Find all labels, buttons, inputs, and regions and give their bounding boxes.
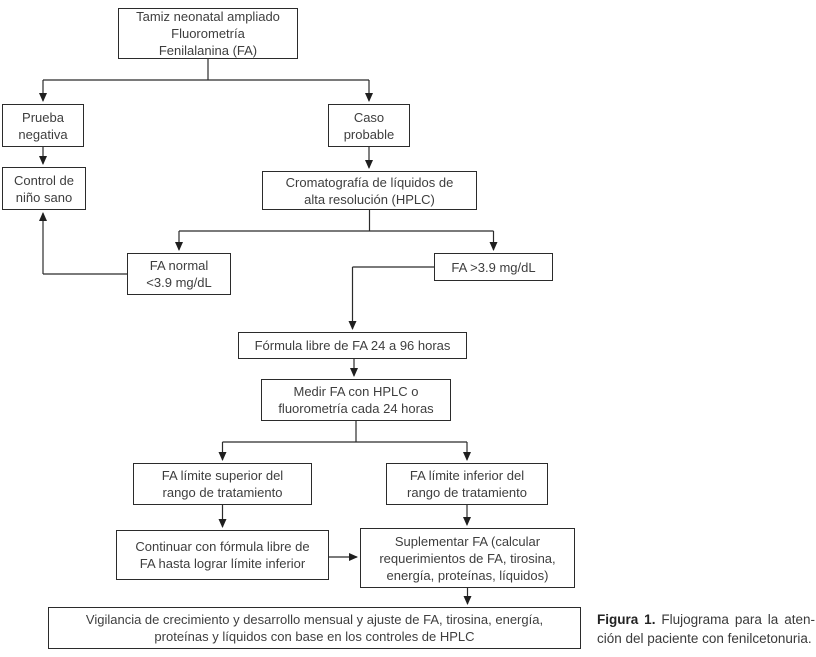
node-fa-mayor-3-9: FA >3.9 mg/dL xyxy=(434,253,553,281)
node-tamiz-neonatal: Tamiz neonatal ampliado Fluorometría Fen… xyxy=(118,8,298,59)
node-text: Continuar con fórmula libre de xyxy=(135,539,310,554)
node-text: FA hasta lograr límite inferior xyxy=(139,556,306,571)
node-vigilancia-crecimiento: Vigilancia de crecimiento y desarrollo m… xyxy=(48,607,581,649)
node-text: rango de tratamiento xyxy=(407,485,527,500)
node-text: Suplementar FA (calcular xyxy=(394,533,541,549)
node-formula-libre-fa: Fórmula libre de FA 24 a 96 horas xyxy=(238,332,467,359)
node-text: proteínas y líquidos con base en los con… xyxy=(154,629,475,644)
node-text: energía, proteínas, líquidos) xyxy=(386,567,549,583)
node-continuar-formula-libre: Continuar con fórmula libre de FA hasta … xyxy=(116,530,329,580)
node-control-nino-sano: Control de niño sano xyxy=(2,167,86,210)
node-text: alta resolución (HPLC) xyxy=(304,191,435,207)
node-text: <3.9 mg/dL xyxy=(146,275,212,290)
node-text: Fórmula libre de FA 24 a 96 horas xyxy=(254,338,451,353)
node-cromatografia-hplc: Cromatografía de líquidos de alta resolu… xyxy=(262,171,477,210)
node-text: Vigilancia de crecimiento y desarrollo m… xyxy=(85,612,544,627)
node-text: Tamiz neonatal ampliado xyxy=(136,9,280,24)
node-text: niño sano xyxy=(15,189,73,205)
node-text: Control de xyxy=(14,172,74,188)
node-text: probable xyxy=(343,126,395,142)
node-text: FA normal xyxy=(149,258,209,273)
node-text: Cromatografía de líquidos de xyxy=(285,174,454,190)
node-fa-limite-inferior: FA límite inferior del rango de tratamie… xyxy=(386,463,548,505)
node-text: FA límite inferior del xyxy=(409,468,525,483)
node-text: fluorometría cada 24 horas xyxy=(278,401,434,416)
node-text: FA >3.9 mg/dL xyxy=(451,259,536,275)
figure-caption-text: Flujograma para la aten- xyxy=(655,612,816,627)
node-text: negativa xyxy=(18,126,68,142)
node-medir-fa-hplc: Medir FA con HPLC o fluorometría cada 24… xyxy=(261,379,451,421)
node-fa-normal: FA normal <3.9 mg/dL xyxy=(127,253,231,295)
node-text: Caso xyxy=(353,109,385,125)
node-text: Fenilalanina (FA) xyxy=(158,43,258,58)
node-text: requerimientos de FA, tirosina, xyxy=(379,550,556,566)
node-text: Medir FA con HPLC o xyxy=(293,384,419,399)
node-text: Prueba xyxy=(22,109,64,125)
node-caso-probable: Caso probable xyxy=(328,104,410,147)
node-suplementar-fa: Suplementar FA (calcular requerimientos … xyxy=(360,528,575,588)
figure-caption-line2: ción del paciente con fenilcetonuria. xyxy=(597,631,812,646)
node-text: rango de tratamiento xyxy=(162,485,283,500)
node-prueba-negativa: Prueba negativa xyxy=(2,104,84,147)
figure-caption-line1: Figura 1. Flujograma para la aten- xyxy=(597,610,815,629)
node-fa-limite-superior: FA límite superior del rango de tratamie… xyxy=(133,463,312,505)
node-text: FA límite superior del xyxy=(161,468,284,483)
node-text: Fluorometría xyxy=(171,26,245,41)
figure-caption-label: Figura 1. xyxy=(597,612,656,627)
figure-caption: Figura 1. Flujograma para la aten- ción … xyxy=(597,610,815,648)
